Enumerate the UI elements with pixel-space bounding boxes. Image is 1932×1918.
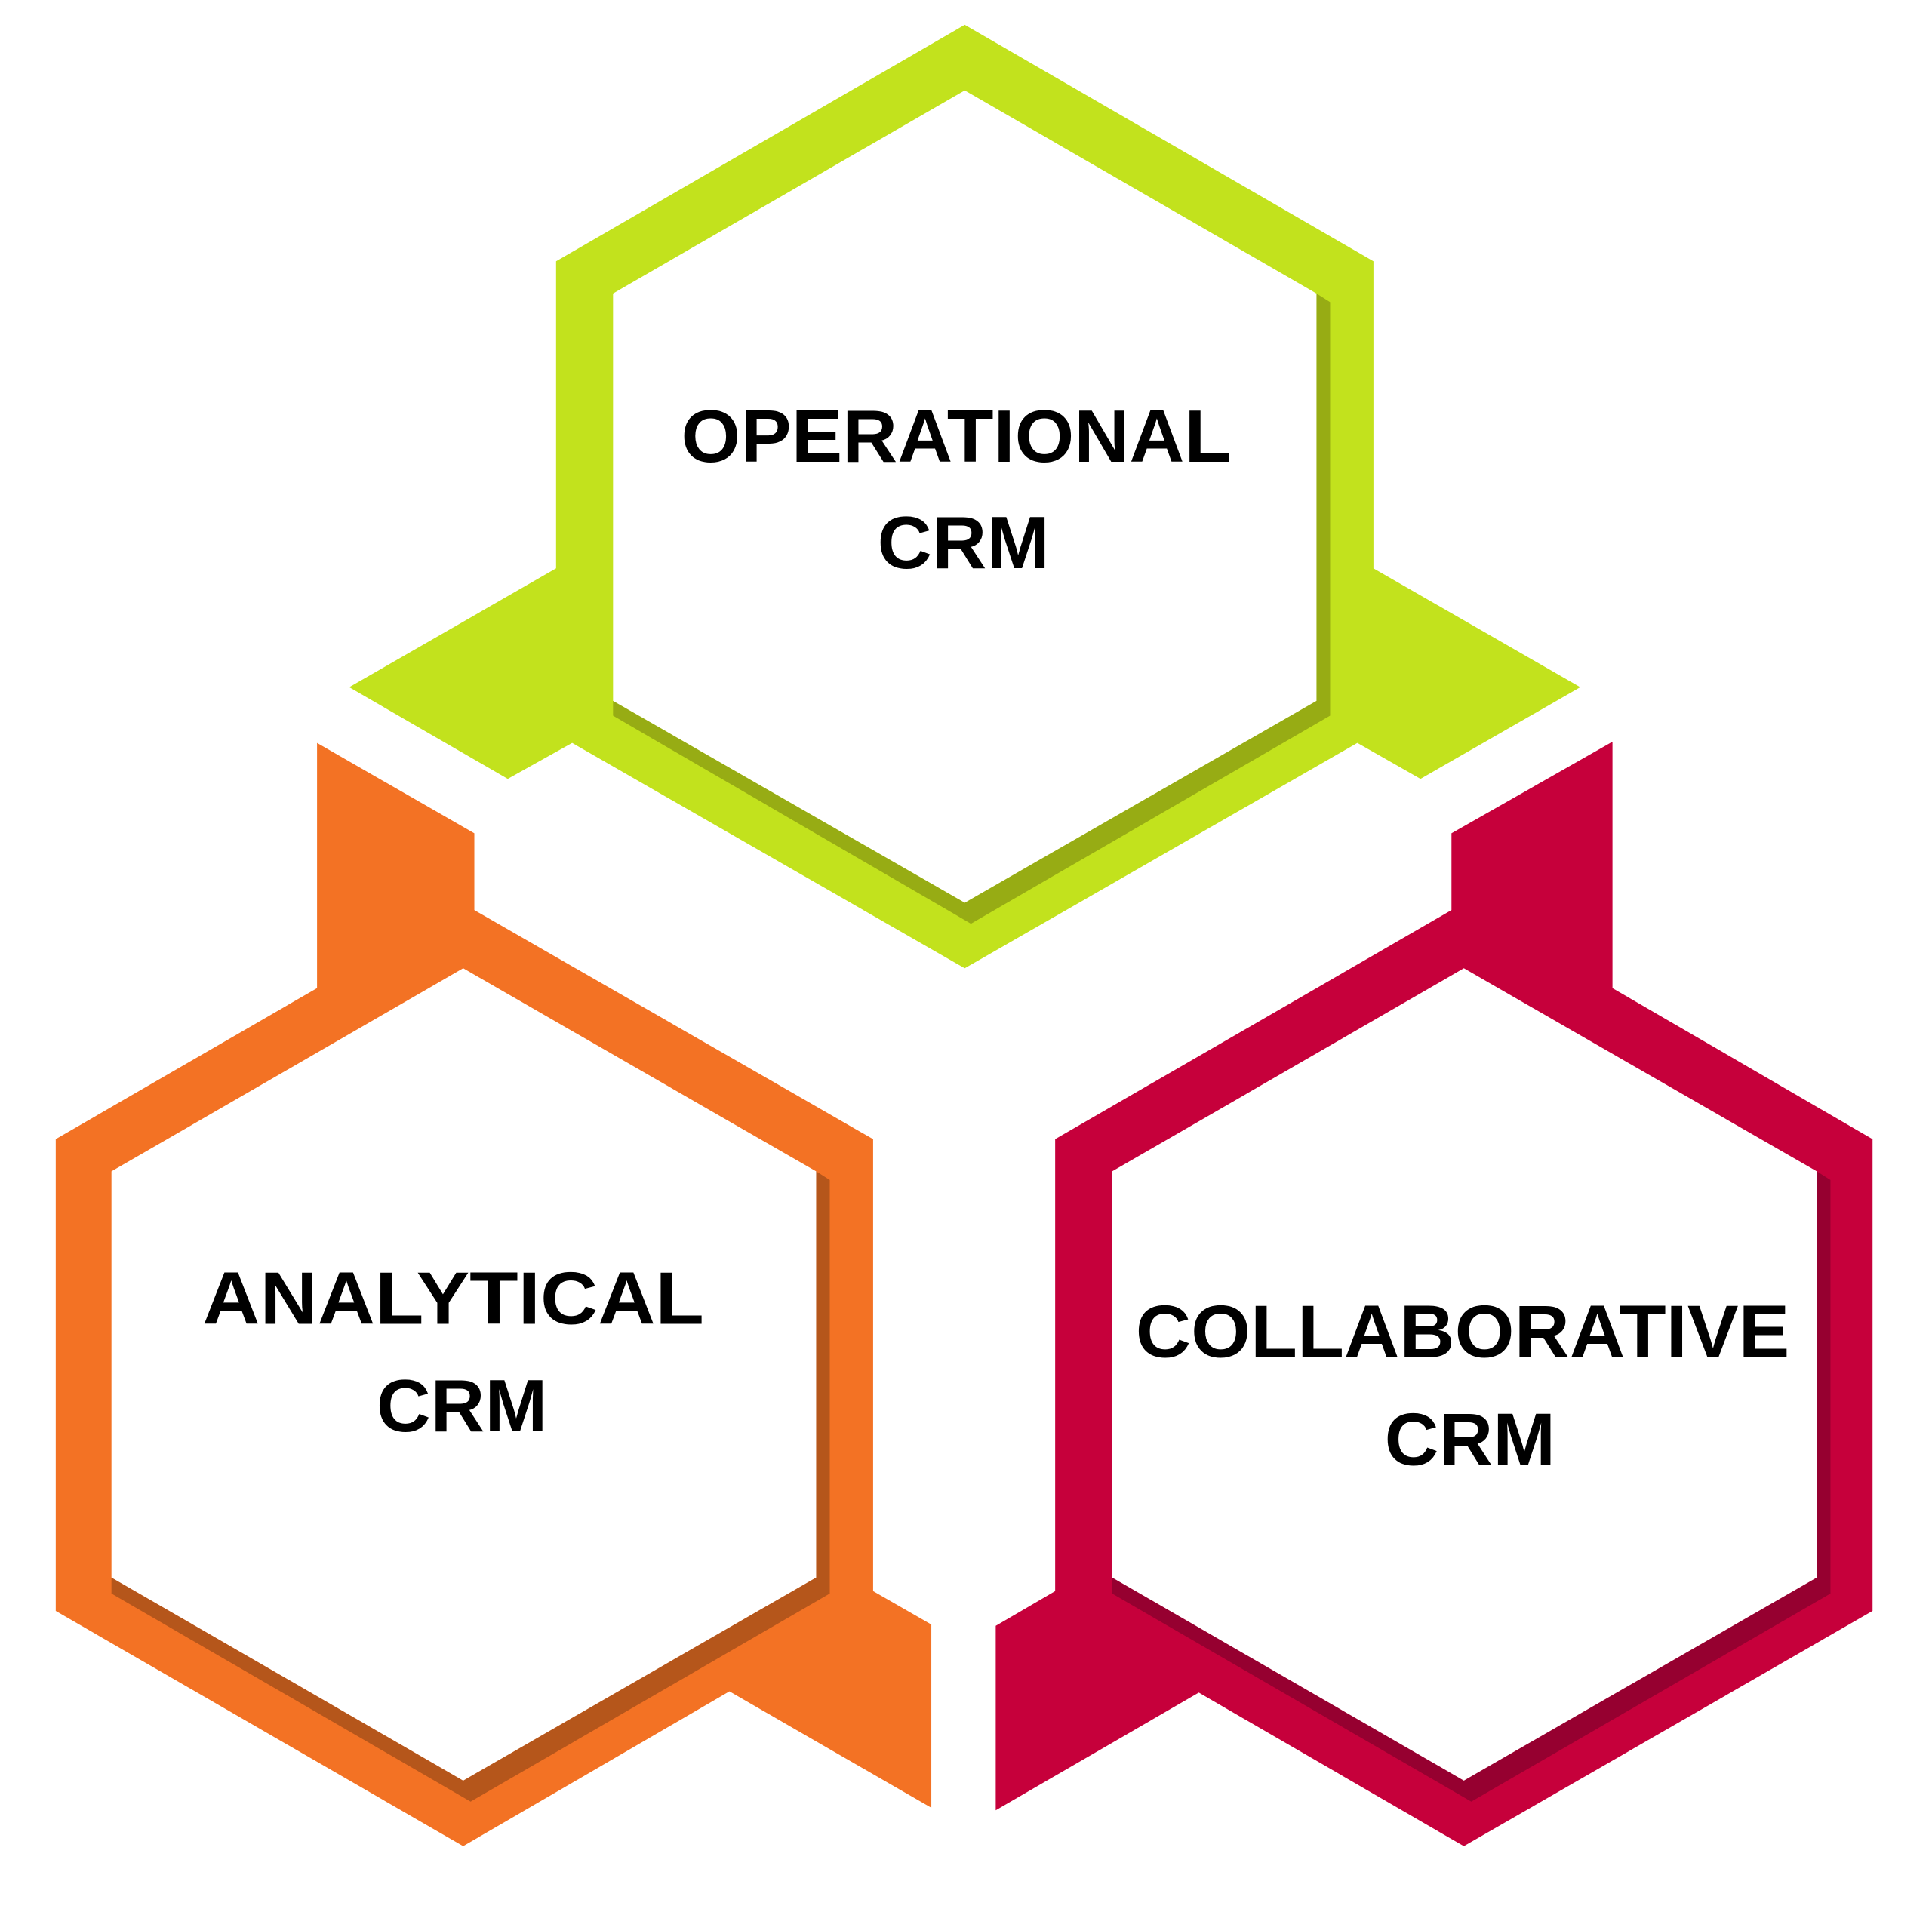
operational-inner: [613, 90, 1317, 903]
analytical-inner: [111, 968, 817, 1781]
analytical-label-line2: CRM: [377, 1364, 547, 1447]
operational-label-line1: OPERATIONAL: [681, 395, 1232, 478]
collaborative-label-line2: CRM: [1385, 1397, 1555, 1480]
analytical-crm-hexagon: ANALYTICAL CRM: [55, 742, 932, 1846]
collaborative-label-line1: COLLABORATIVE: [1136, 1290, 1789, 1373]
operational-label-line2: CRM: [878, 501, 1050, 584]
collaborative-inner: [1112, 968, 1817, 1781]
operational-crm-hexagon: OPERATIONAL CRM: [349, 24, 1580, 969]
collaborative-crm-hexagon: COLLABORATIVE CRM: [995, 742, 1873, 1846]
analytical-label-line1: ANALYTICAL: [202, 1256, 704, 1339]
